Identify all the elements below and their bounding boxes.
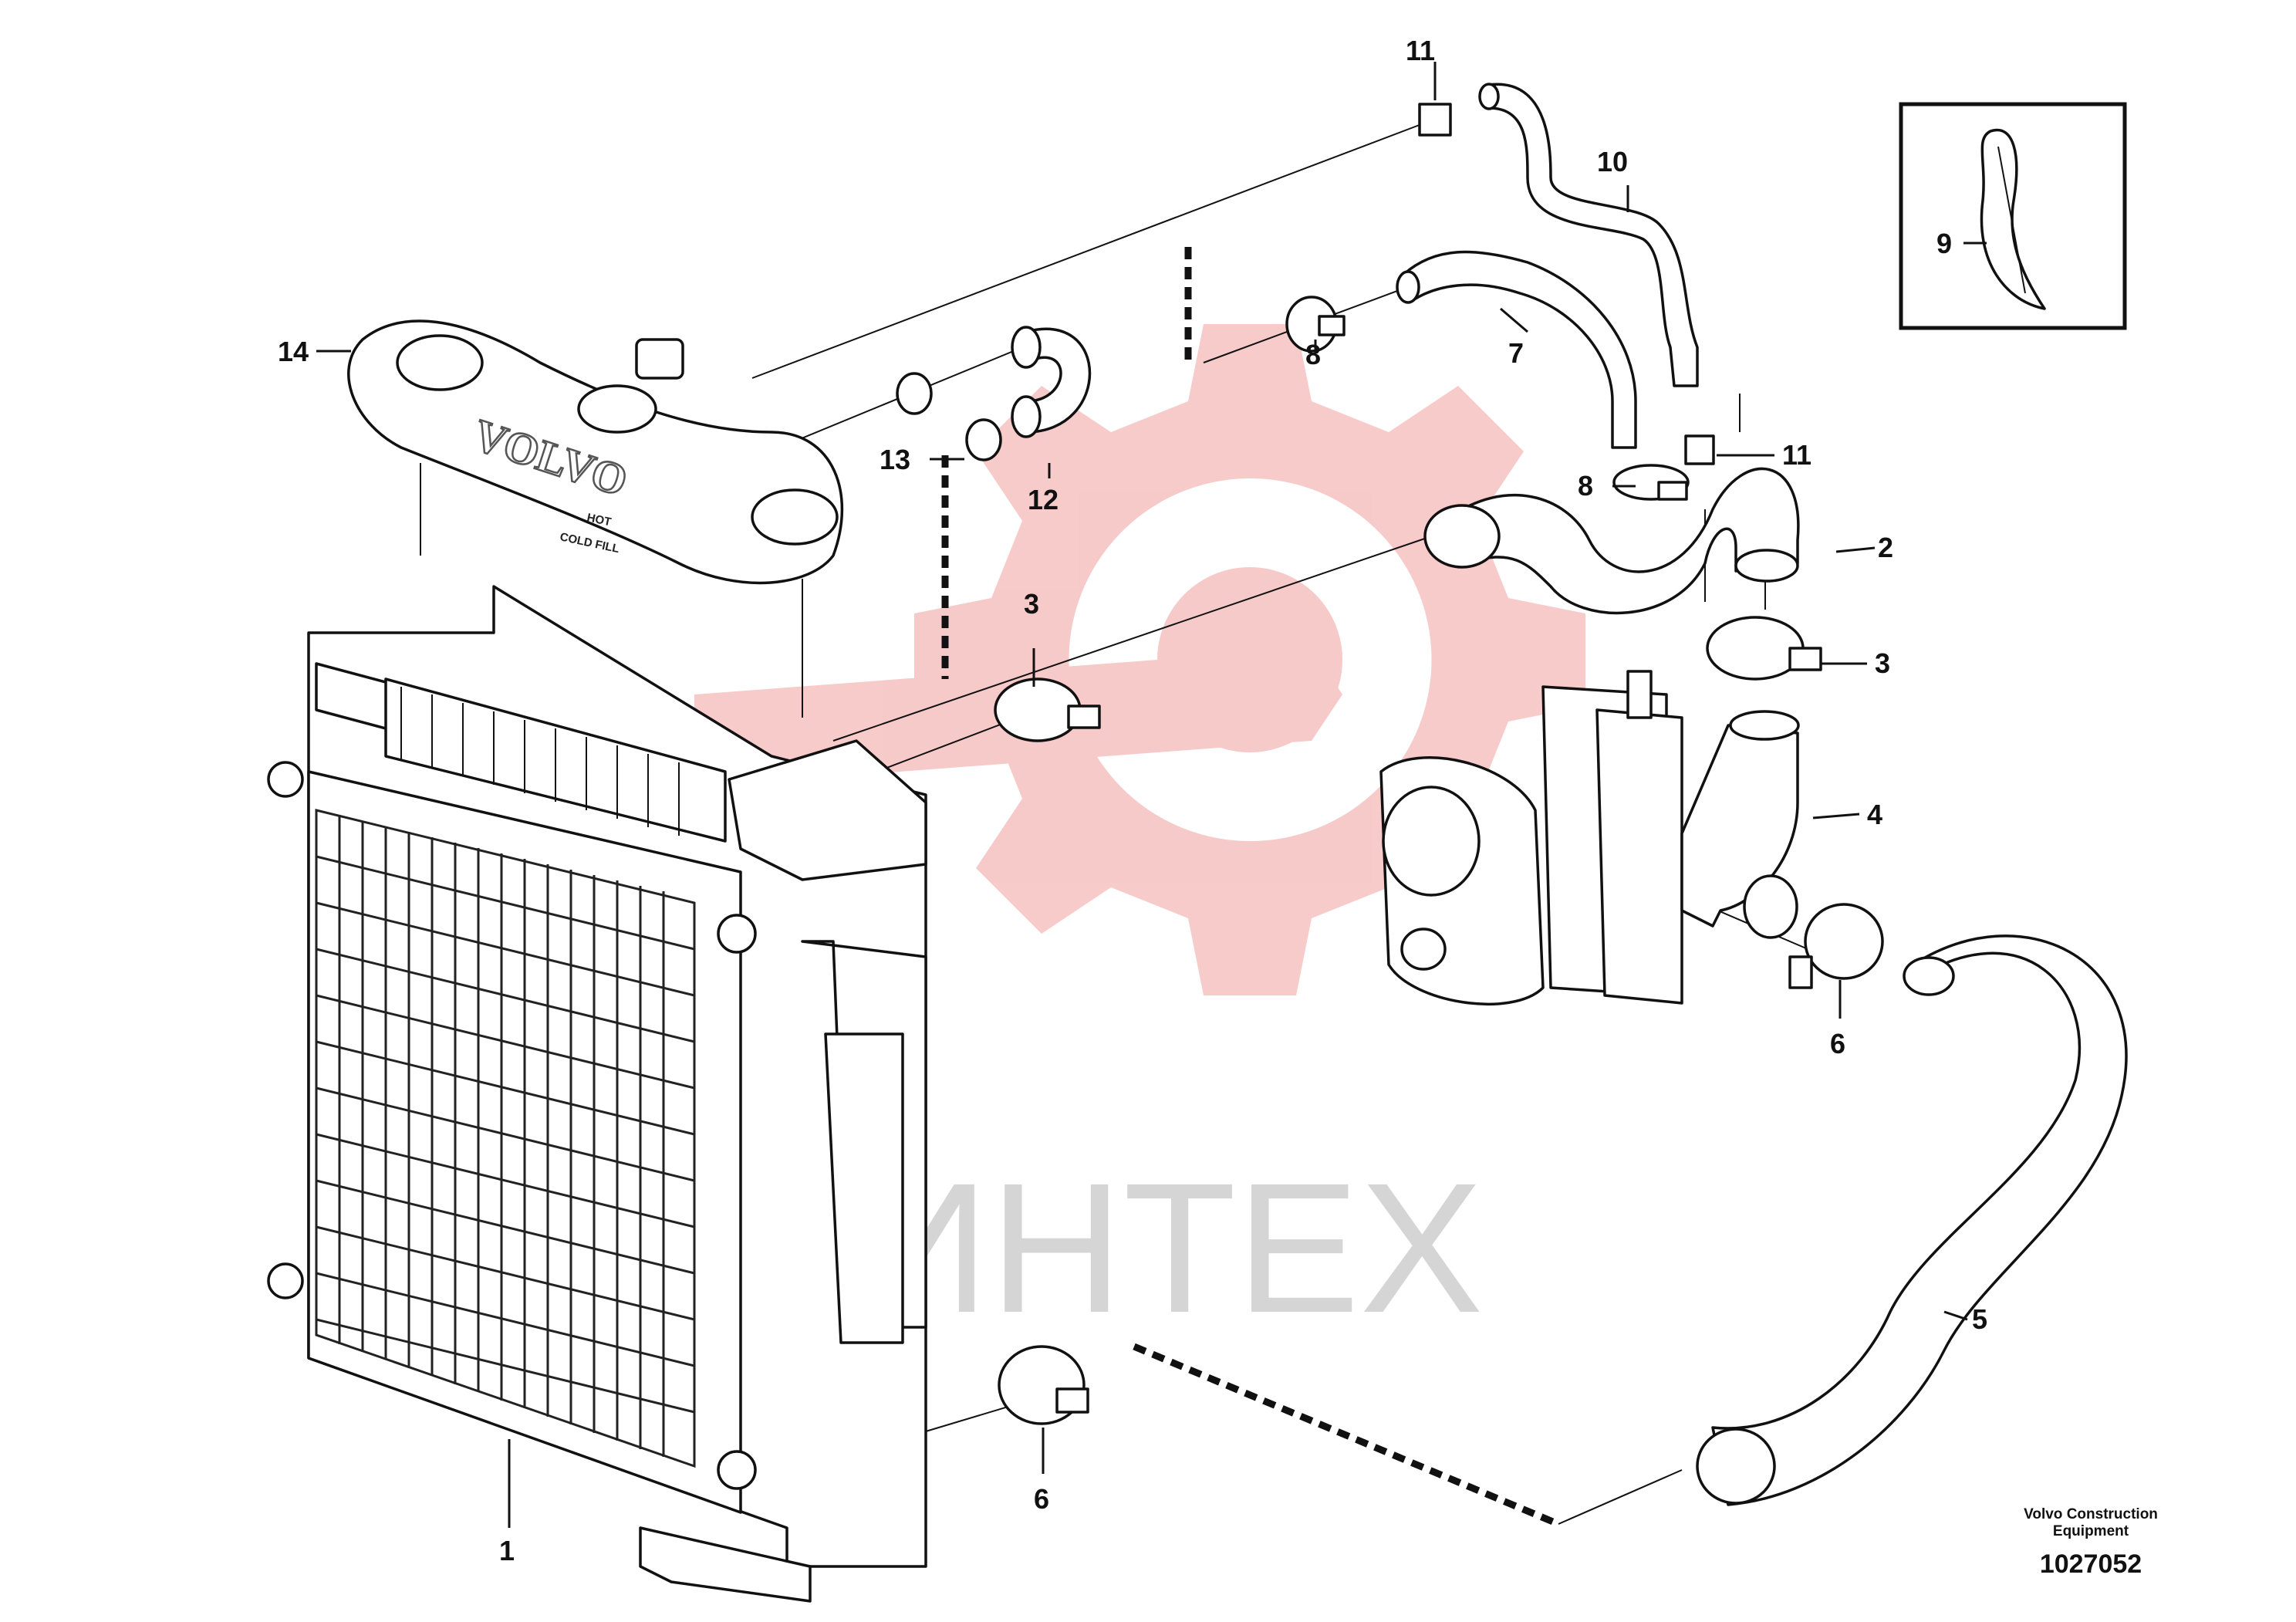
radiator-core-grid xyxy=(315,809,696,1468)
callout-4: 4 xyxy=(1867,799,1882,830)
watermark-text: ИНТЕХ xyxy=(856,1144,1484,1351)
callout-6-b: 6 xyxy=(1034,1483,1049,1515)
callout-12: 12 xyxy=(1028,484,1059,515)
callout-10: 10 xyxy=(1597,146,1628,177)
callout-leaders xyxy=(316,62,1987,1528)
lower-hose-5 xyxy=(1696,934,2128,1506)
callouts: 1 2 3 3 4 5 6 6 7 8 8 9 10 11 11 12 13 1… xyxy=(278,35,1987,1566)
callout-13: 13 xyxy=(880,444,910,475)
expansion-tank: VOLVO HOT COLD FILL xyxy=(347,319,844,585)
callout-8-b: 8 xyxy=(1578,470,1593,502)
callout-3-b: 3 xyxy=(1875,647,1890,679)
watermark-hub xyxy=(1157,567,1342,752)
small-hose-12 xyxy=(1011,326,1092,438)
callout-14: 14 xyxy=(278,336,309,367)
callout-3-a: 3 xyxy=(1024,588,1039,620)
callout-11-a: 11 xyxy=(1406,35,1435,66)
brand-line-1: Volvo Construction xyxy=(2024,1506,2158,1522)
dashed-connections xyxy=(941,247,1560,1528)
hose-7 xyxy=(1396,250,1637,449)
inset-cable-tie xyxy=(1899,102,2127,330)
upper-hose-2 xyxy=(1423,467,1800,614)
brand-line-2: Equipment xyxy=(2052,1523,2129,1539)
radiator xyxy=(267,585,927,1603)
callout-6-a: 6 xyxy=(1830,1028,1845,1059)
tank-mark-cold: COLD FILL xyxy=(559,530,620,556)
callout-11-b: 11 xyxy=(1782,439,1811,471)
callout-1: 1 xyxy=(499,1535,515,1566)
callout-7: 7 xyxy=(1508,337,1524,369)
callout-8-a: 8 xyxy=(1305,339,1321,370)
figure-code: 1027052 xyxy=(2039,1549,2142,1579)
callout-9: 9 xyxy=(1936,228,1952,259)
callout-5: 5 xyxy=(1972,1303,1987,1335)
hose-10 xyxy=(1478,83,1699,387)
clamps xyxy=(994,103,1884,1425)
thermostat-housing-4 xyxy=(1379,670,1800,1006)
clamp-13 xyxy=(896,372,1002,461)
brand-block: Volvo Construction Equipment 1027052 xyxy=(1975,1506,2207,1580)
callout-2: 2 xyxy=(1878,532,1893,563)
tank-mark-hot: HOT xyxy=(586,511,613,529)
